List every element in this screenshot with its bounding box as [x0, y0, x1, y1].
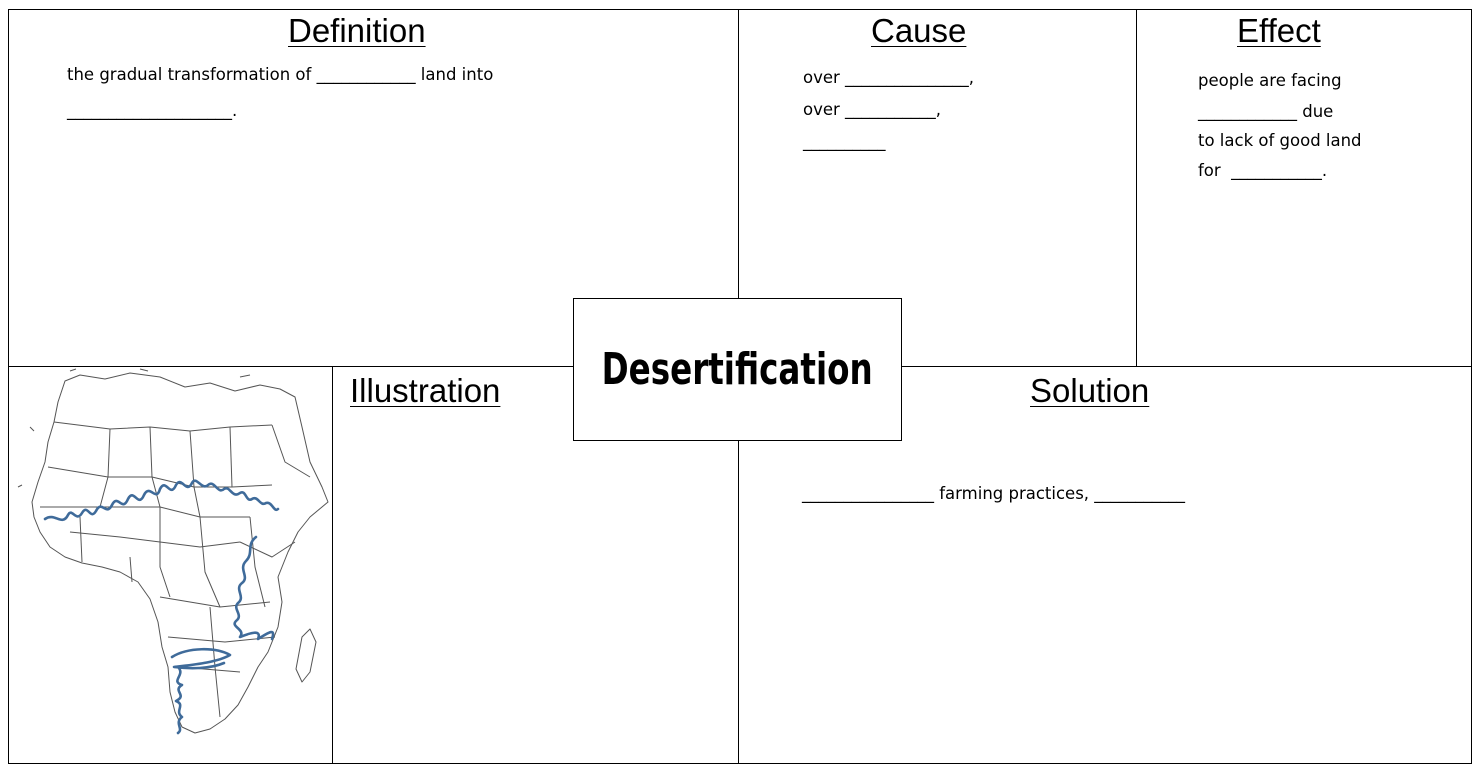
definition-heading: Definition [288, 12, 426, 49]
effect-line-2: ____________ due [1198, 102, 1334, 121]
southern-africa-marker [170, 647, 232, 735]
sahel-marker [43, 479, 280, 522]
cause-line-2: over ___________, [803, 100, 942, 119]
frayer-model-frame [8, 9, 1472, 764]
effect-line-3: to lack of good land [1198, 131, 1362, 150]
cause-line-1: over _______________, [803, 68, 975, 87]
east-africa-marker [233, 535, 275, 641]
definition-line-2: ____________________. [67, 101, 238, 120]
africa-coastline [31, 372, 329, 734]
divider-map-illustration [332, 366, 333, 764]
center-term-title: Desertification [601, 344, 874, 395]
cause-line-3: __________ [803, 132, 886, 151]
solution-line-1: ________________ farming practices, ____… [802, 484, 1186, 503]
definition-line-1: the gradual transformation of __________… [67, 65, 494, 84]
effect-heading: Effect [1237, 12, 1321, 49]
illustration-heading: Illustration [350, 372, 501, 409]
center-term-box: Desertification [573, 298, 902, 441]
solution-heading: Solution [1030, 372, 1150, 409]
divider-cause-effect [1136, 9, 1137, 366]
madagascar-outline [295, 628, 317, 683]
effect-line-1: people are facing [1198, 71, 1342, 90]
effect-line-4: for ___________. [1198, 161, 1328, 180]
africa-map-icon [17, 368, 329, 735]
cause-heading: Cause [871, 12, 967, 49]
